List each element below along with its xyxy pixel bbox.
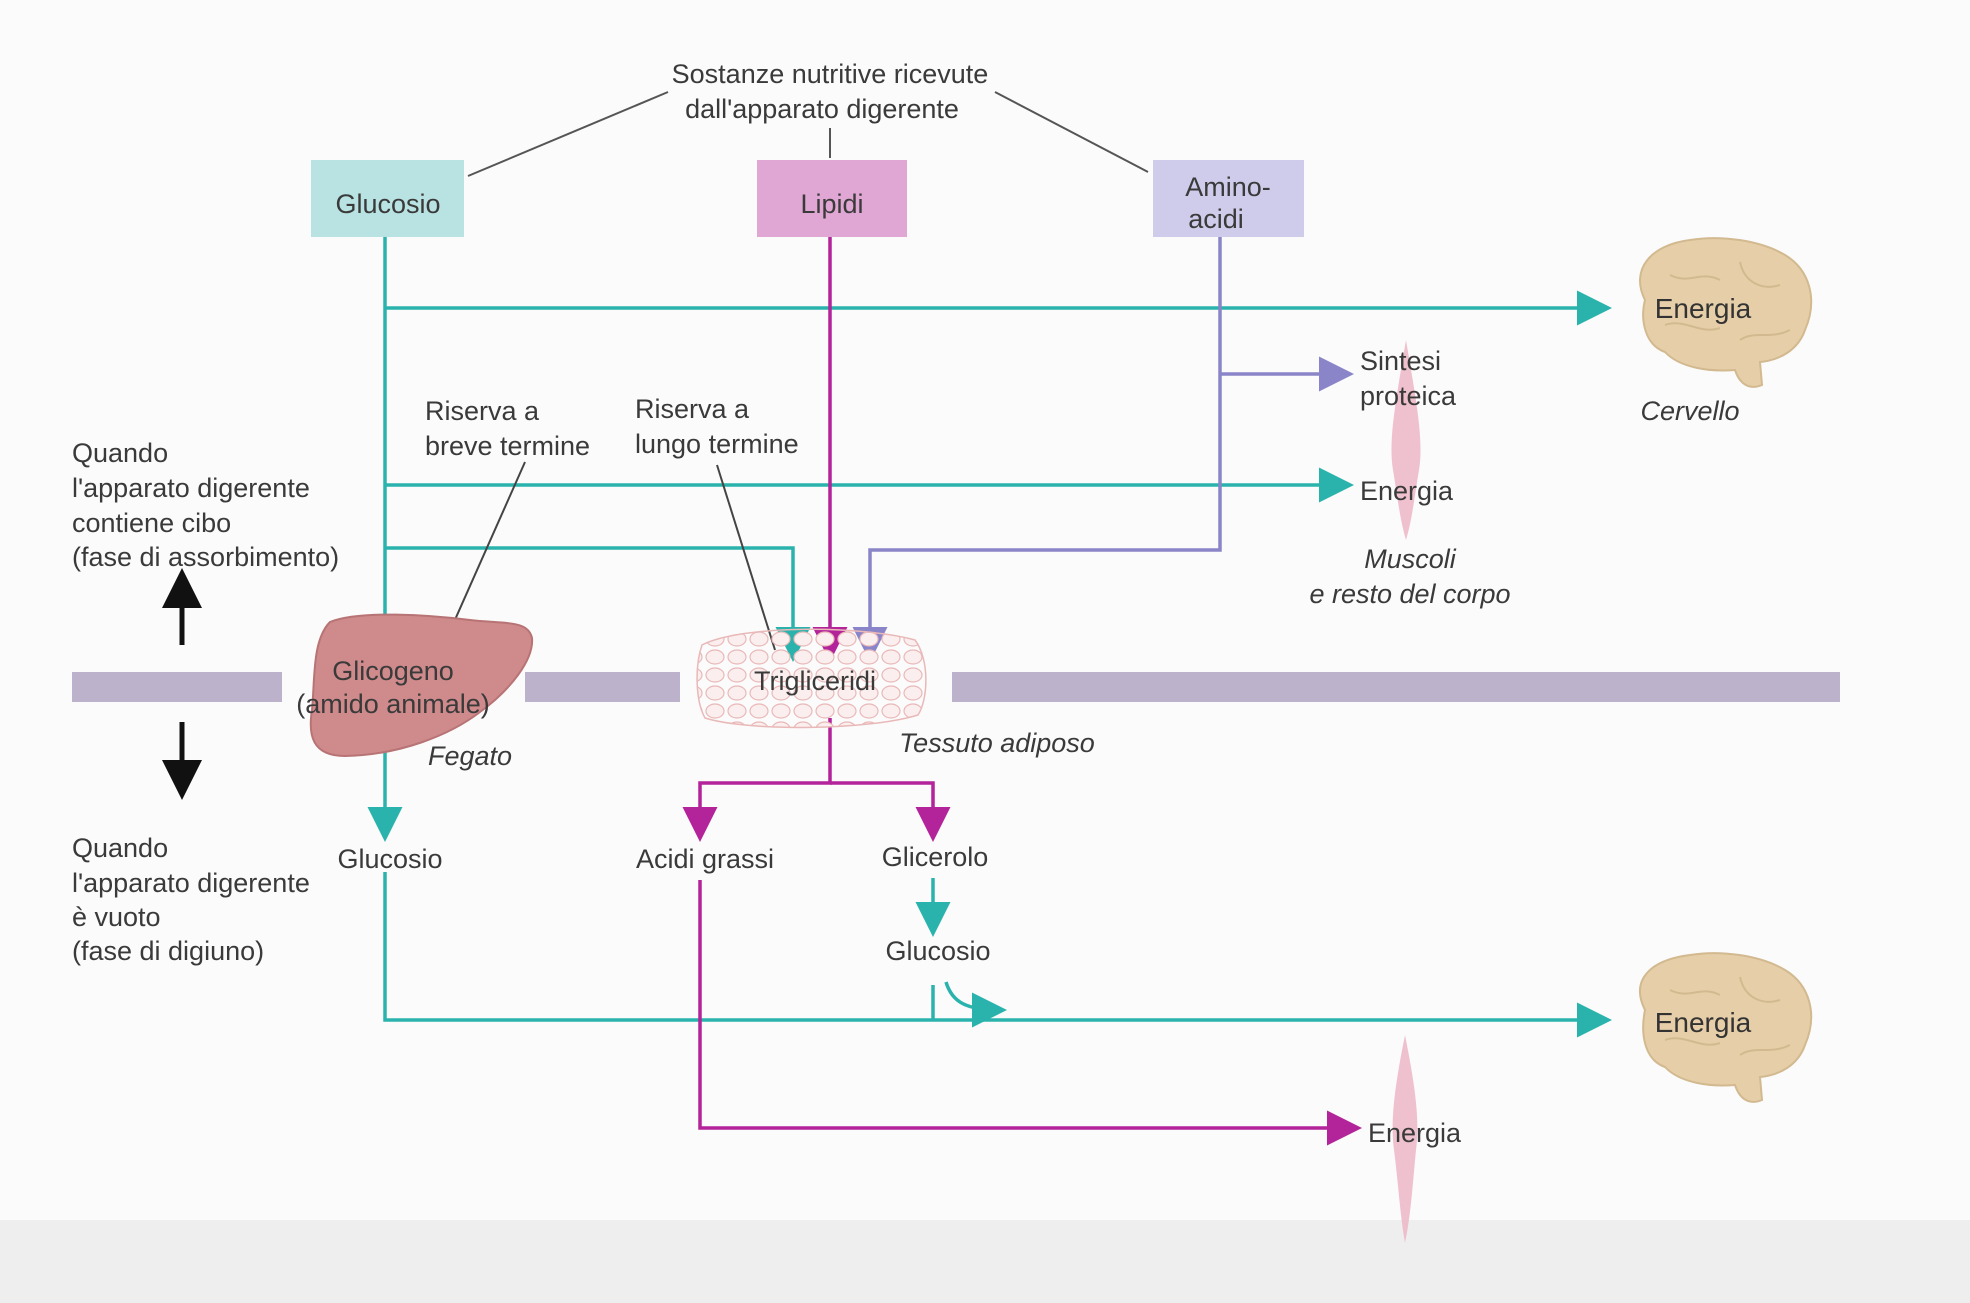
adipose-label: Tessuto adiposo (899, 728, 1095, 758)
energy-muscle-top: Energia (1360, 476, 1454, 506)
fasting-state-4: (fase di digiuno) (72, 936, 264, 966)
protein-synthesis-2: proteica (1360, 381, 1457, 411)
amino-box-label-2: acidi (1188, 204, 1244, 234)
lipids-box: Lipidi (757, 160, 907, 237)
long-term-storage-1: Riserva a (635, 394, 750, 424)
energy-brain-top: Energia (1655, 293, 1752, 324)
muscle-label-1: Muscoli (1364, 544, 1457, 574)
glucose-box-label: Glucosio (335, 189, 440, 219)
fed-state-2: l'apparato digerente (72, 473, 310, 503)
lipids-box-label: Lipidi (800, 189, 863, 219)
energy-muscle-bottom: Energia (1368, 1118, 1462, 1148)
glycerol-label: Glicerolo (882, 842, 989, 872)
energy-brain-bottom: Energia (1655, 1007, 1752, 1038)
short-term-storage-1: Riserva a (425, 396, 540, 426)
header-line-2: dall'apparato digerente (685, 94, 959, 124)
amino-box-label-1: Amino- (1185, 172, 1271, 202)
amino-acids-box: Amino- acidi (1153, 160, 1304, 237)
short-term-storage-2: breve termine (425, 431, 590, 461)
fasting-state-1: Quando (72, 833, 168, 863)
brain-label: Cervello (1640, 396, 1739, 426)
header-line-1: Sostanze nutritive ricevute (672, 59, 989, 89)
adipose-tissue: Trigliceridi (697, 629, 926, 727)
glucose-box: Glucosio (311, 160, 464, 237)
glucose-from-glycerol: Glucosio (885, 936, 990, 966)
triglycerides-label: Trigliceridi (754, 666, 876, 696)
glycogen-label-2: (amido animale) (296, 689, 490, 719)
liver-label: Fegato (428, 741, 512, 771)
fatty-acids-label: Acidi grassi (636, 844, 774, 874)
fed-state-3: contiene cibo (72, 508, 231, 538)
glucose-from-liver: Glucosio (337, 844, 442, 874)
long-term-storage-2: lungo termine (635, 429, 799, 459)
bottom-shade (0, 1220, 1970, 1303)
fed-state-1: Quando (72, 438, 168, 468)
fed-state-4: (fase di assorbimento) (72, 542, 339, 572)
protein-synthesis-1: Sintesi (1360, 346, 1441, 376)
muscle-label-2: e resto del corpo (1309, 579, 1510, 609)
fasting-state-2: l'apparato digerente (72, 868, 310, 898)
fasting-state-3: è vuoto (72, 902, 161, 932)
glycogen-label-1: Glicogeno (332, 656, 454, 686)
